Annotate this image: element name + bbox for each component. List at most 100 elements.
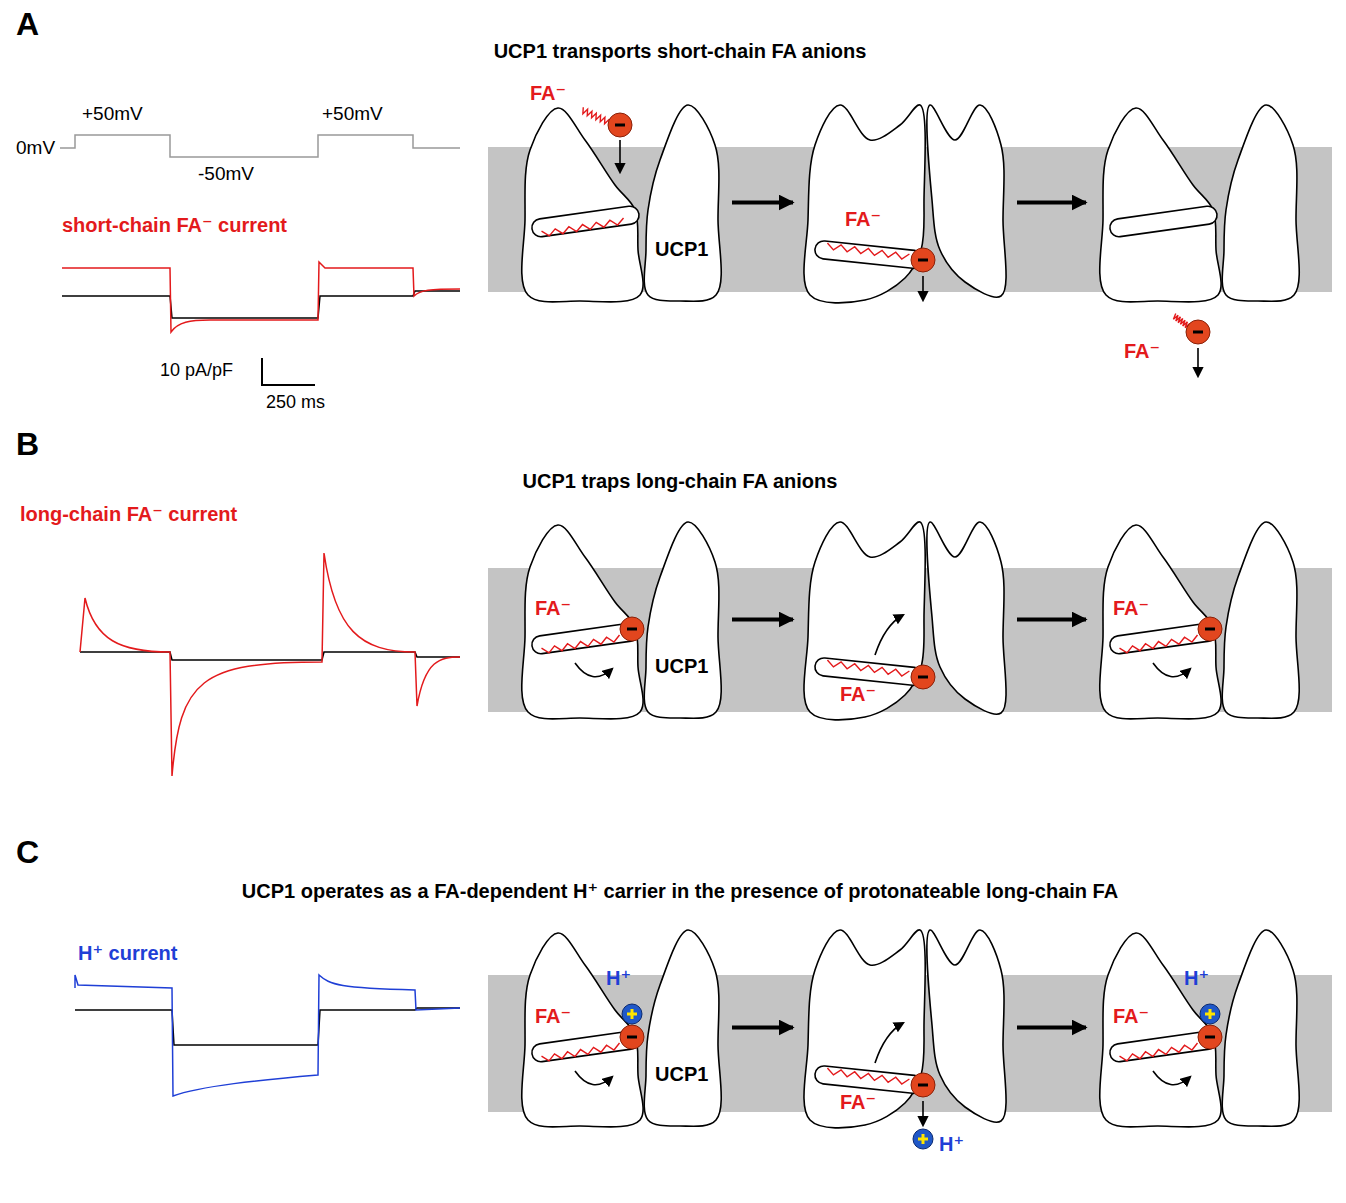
trace-label: short-chain FA⁻ current — [62, 214, 287, 237]
protein-lobe — [644, 522, 721, 718]
protein-outline — [805, 925, 1005, 1130]
plus-sign — [918, 1134, 928, 1144]
panel-title: UCP1 traps long-chain FA anions — [40, 470, 1320, 493]
anion-ball — [1198, 1025, 1222, 1049]
movement-arrow — [922, 276, 924, 300]
minus-sign — [1193, 331, 1203, 334]
binding-pocket — [1109, 205, 1218, 238]
proton-ball — [1200, 1004, 1220, 1024]
anion-ball — [911, 248, 935, 272]
fatty-acid-anion — [911, 248, 935, 272]
panel-letter: C — [16, 834, 39, 871]
state-transition-arrow — [732, 201, 793, 205]
protein-outline — [805, 517, 1005, 722]
fatty-acid-tail — [542, 1043, 620, 1061]
state-transition-arrow — [1017, 201, 1086, 205]
movement-arrow — [575, 663, 612, 677]
trace-label: 250 ms — [266, 392, 325, 413]
proton — [913, 1129, 933, 1149]
trace-label: +50mV — [322, 103, 383, 125]
proton — [622, 1004, 642, 1024]
protein-lobe — [1222, 105, 1299, 301]
panel-letter: B — [16, 426, 39, 463]
current-trace — [75, 975, 460, 1096]
panel-letter: A — [16, 6, 39, 43]
state-label: FA⁻ — [1113, 597, 1149, 619]
state-label: FA⁻ — [535, 1005, 571, 1027]
protein-lobe — [1100, 525, 1221, 719]
panel-title: UCP1 transports short-chain FA anions — [40, 40, 1320, 63]
fatty-acid-anion — [1186, 320, 1210, 344]
protein-outline — [1098, 100, 1298, 305]
fatty-acid-tail — [827, 1068, 909, 1084]
anion-ball — [620, 1025, 644, 1049]
fatty-acid-tail — [1120, 635, 1198, 653]
protein-lobe — [1222, 522, 1299, 718]
ucp1-state: FA⁻ — [1098, 100, 1298, 305]
ucp1-state: H⁺FA⁻UCP1 — [520, 925, 720, 1130]
movement-arrow — [1153, 663, 1190, 677]
state-label: UCP1 — [655, 655, 708, 677]
protein-lobe — [644, 930, 721, 1126]
movement-arrow — [575, 1071, 612, 1085]
scale-bar — [262, 358, 315, 385]
fatty-acid-tail — [827, 243, 909, 259]
state-transition-arrow — [732, 618, 793, 622]
ucp1-state: FA⁻H⁺ — [805, 925, 1005, 1130]
binding-pocket — [814, 1065, 923, 1094]
protein-outline — [520, 100, 720, 305]
state-label: H⁺ — [606, 967, 631, 989]
minus-sign — [627, 1036, 637, 1039]
fatty-acid-anion — [1198, 617, 1222, 641]
state-transition-arrow — [1017, 1026, 1086, 1030]
binding-pocket — [814, 240, 923, 269]
proton — [1200, 1004, 1220, 1024]
fatty-acid-anion — [911, 1073, 935, 1097]
movement-arrow — [875, 1023, 903, 1063]
protein-lobe — [804, 930, 925, 1128]
minus-sign — [1205, 628, 1215, 631]
state-label: FA⁻ — [840, 683, 876, 705]
panel-title: UCP1 operates as a FA-dependent H⁺ carri… — [40, 880, 1320, 903]
protein-lobe — [522, 108, 643, 302]
state-transition-arrow — [1017, 618, 1086, 622]
movement-arrow — [1153, 1071, 1190, 1085]
fatty-acid-tail — [1120, 1043, 1198, 1061]
protein-lobe — [1100, 108, 1221, 302]
ucp1-state: FA⁻ — [805, 517, 1005, 722]
protein-lobe — [804, 522, 925, 720]
movement-arrow — [922, 1101, 924, 1125]
control-trace — [75, 1008, 460, 1045]
proton-ball — [913, 1129, 933, 1149]
current-trace — [62, 262, 460, 332]
fatty-acid-tail — [542, 635, 620, 653]
movement-arrow — [875, 615, 903, 655]
minus-sign — [918, 1084, 928, 1087]
minus-sign — [615, 124, 625, 127]
protein-lobe — [522, 933, 643, 1127]
state-label: FA⁻ — [535, 597, 571, 619]
fatty-acid-anion — [620, 617, 644, 641]
state-label: FA⁻ — [530, 82, 566, 104]
anion-ball — [620, 617, 644, 641]
protein-outline — [520, 925, 720, 1130]
protein-outline — [1098, 925, 1298, 1130]
ucp1-state: FA⁻ — [805, 100, 1005, 305]
protein-outline — [805, 100, 1005, 305]
binding-pocket — [814, 657, 923, 686]
protein-lobe — [927, 930, 1006, 1122]
control-trace — [62, 291, 460, 318]
minus-sign — [918, 676, 928, 679]
protein-lobe — [804, 105, 925, 303]
protein-lobe — [644, 105, 721, 301]
fatty-acid-tail — [1173, 314, 1189, 328]
protein-lobe — [1100, 933, 1221, 1127]
proton-ball — [622, 1004, 642, 1024]
anion-ball — [911, 1073, 935, 1097]
fatty-acid-anion — [620, 1025, 644, 1049]
trace-label: +50mV — [82, 103, 143, 125]
fatty-acid-tail — [827, 660, 909, 676]
control-trace — [80, 652, 460, 660]
state-label: FA⁻ — [1113, 1005, 1149, 1027]
